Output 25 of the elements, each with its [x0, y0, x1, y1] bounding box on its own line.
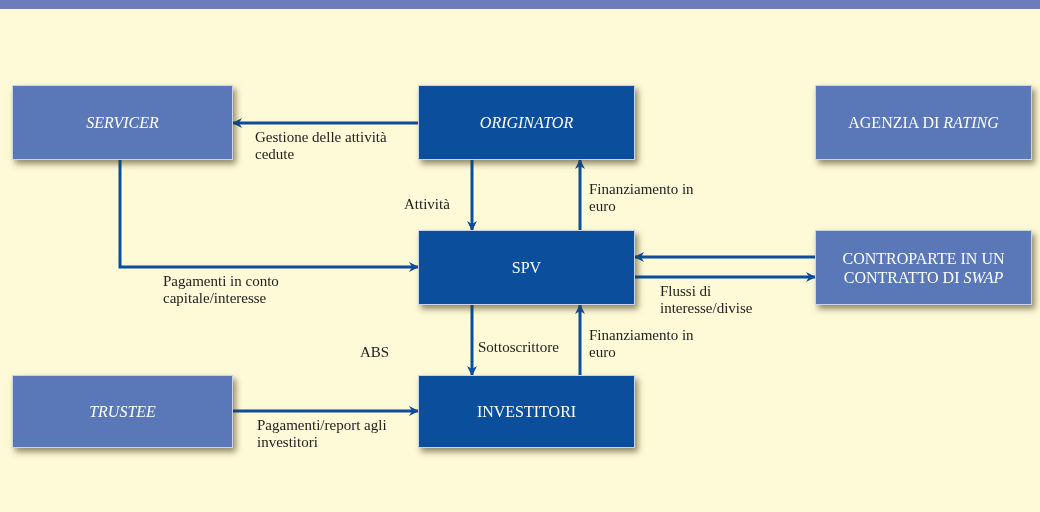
arrow: [467, 160, 477, 231]
edge-label: Flussi di interesse/divise: [660, 283, 754, 317]
process-box: ORIGINATOR: [418, 85, 635, 160]
edge-label: Pagamenti/report agli investitori: [257, 417, 388, 451]
arrow: [575, 304, 585, 375]
arrow: [634, 252, 815, 262]
process-box: CONTROPARTE IN UN CONTRATTO DI SWAP: [815, 230, 1032, 305]
process-box: AGENZIA DI RATING: [815, 85, 1032, 160]
arrow: [233, 406, 419, 416]
arrow: [467, 305, 477, 376]
edge-label: Finanziamento in euro: [589, 327, 695, 361]
arrow: [575, 159, 585, 230]
edge-label: Gestione delle attività cedute: [255, 129, 388, 163]
edge-label: Attività: [404, 196, 451, 213]
arrow: [232, 118, 418, 128]
process-box: TRUSTEE: [12, 375, 233, 448]
flow-label: ABS: [360, 343, 390, 362]
process-box: SPV: [418, 230, 635, 305]
process-box: SERVICER: [12, 85, 233, 160]
edge-label: Pagamenti in conto capitale/interesse: [163, 273, 280, 307]
process-box: INVESTITORI: [418, 375, 635, 448]
arrow: [635, 272, 816, 282]
edge-label: Finanziamento in euro: [589, 181, 695, 215]
arrow: [118, 160, 419, 272]
edge-label: Sottoscrittore: [478, 339, 560, 356]
